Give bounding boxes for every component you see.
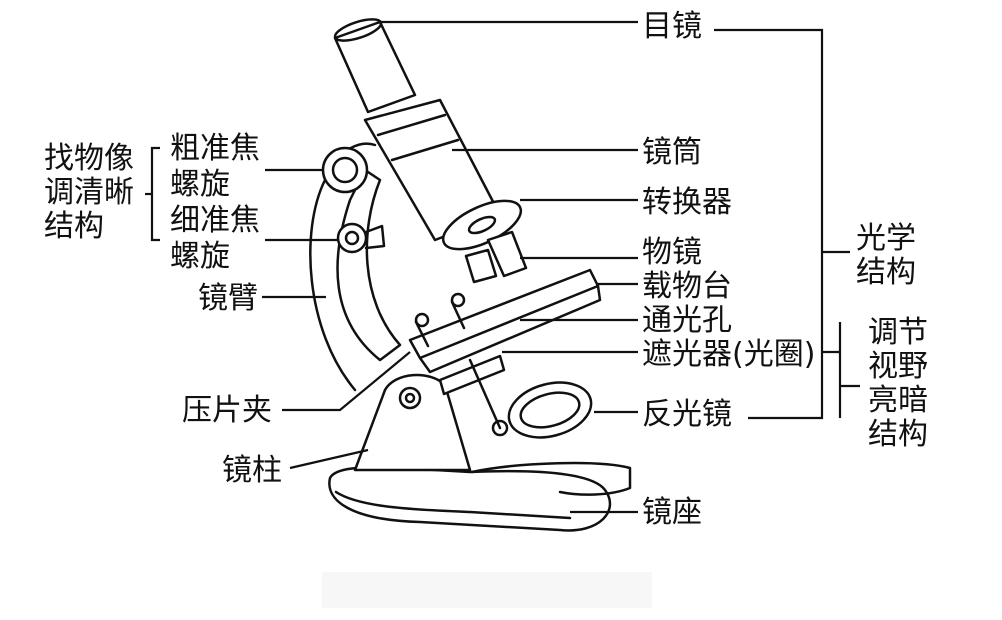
label-eyepiece: 目镜	[642, 9, 702, 44]
label-stage-hole: 通光孔	[642, 303, 732, 338]
label-base: 镜座	[642, 495, 702, 530]
group-optical-line1: 光学	[856, 221, 916, 256]
label-coarse-focus-2: 螺旋	[170, 167, 230, 202]
eyepiece-shape	[333, 20, 417, 114]
label-arm: 镜臂	[198, 281, 258, 316]
label-fine-focus: 细准焦	[170, 203, 260, 238]
label-mirror: 反光镜	[642, 397, 732, 432]
group-light-line3: 亮暗	[868, 383, 928, 418]
label-stage: 载物台	[642, 269, 732, 304]
group-find-image-line1: 找物像	[44, 141, 134, 176]
group-optical-line2: 结构	[856, 255, 916, 290]
base-shape	[328, 466, 612, 532]
group-find-image-line3: 结构	[44, 209, 104, 244]
coarse-knob	[321, 146, 369, 194]
arm-shape	[336, 168, 402, 362]
mirror-shape	[507, 381, 593, 439]
pillar-pivot	[398, 386, 422, 410]
label-clip: 压片夹	[182, 393, 272, 428]
label-nosepiece: 转换器	[642, 185, 732, 220]
group-light-line1: 调节	[868, 315, 928, 350]
label-tube: 镜筒	[642, 135, 702, 170]
group-find-image-line2: 调清晰	[44, 175, 134, 210]
faint-footer-band	[322, 572, 652, 608]
label-fine-focus-2: 螺旋	[170, 239, 230, 274]
label-objective: 物镜	[642, 235, 702, 270]
bracket-find-image	[150, 146, 160, 242]
group-light-line2: 视野	[868, 349, 928, 384]
bracket-optical	[714, 28, 824, 420]
group-light-line4: 结构	[868, 417, 928, 452]
objective-lens	[486, 230, 528, 278]
fine-knob	[336, 222, 368, 254]
label-coarse-focus: 粗准焦	[170, 131, 260, 166]
label-diaphragm: 遮光器(光圈)	[642, 337, 816, 372]
label-pillar: 镜柱	[222, 453, 282, 488]
